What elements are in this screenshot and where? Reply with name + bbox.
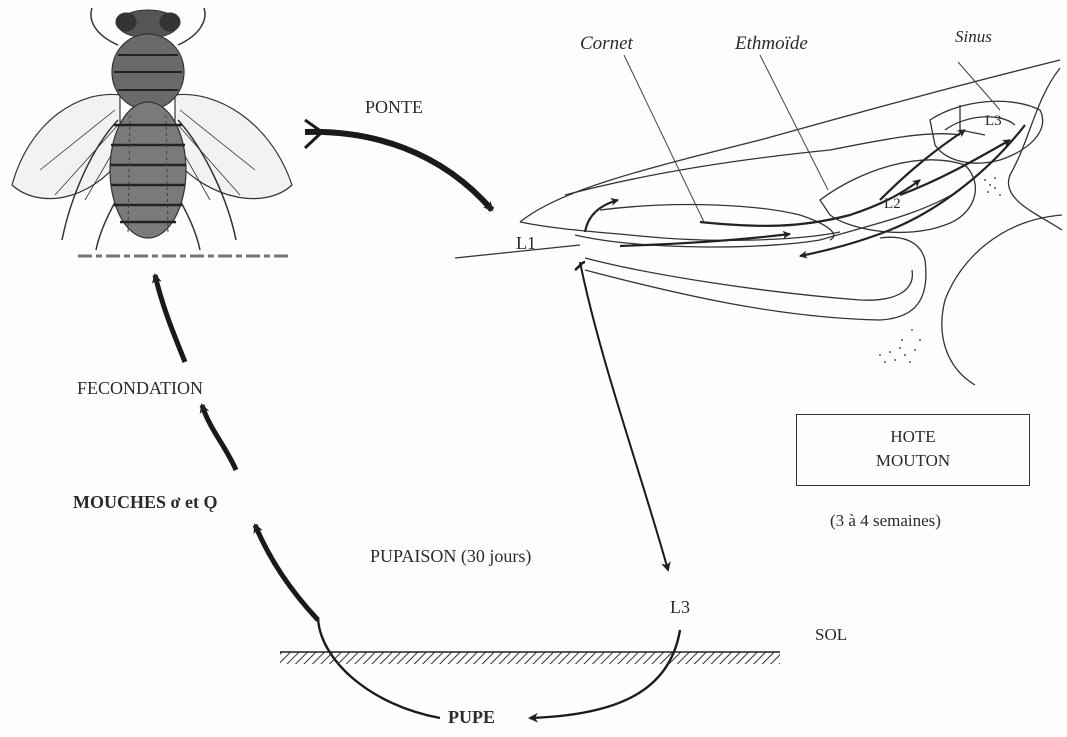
fly-illustration bbox=[12, 8, 292, 250]
label-ethmoide: Ethmoïde bbox=[735, 33, 808, 55]
label-sinus: Sinus bbox=[955, 27, 992, 47]
host-species-label: MOUTON bbox=[797, 449, 1029, 473]
label-l2: L2 bbox=[884, 196, 901, 213]
to-fly-arrow bbox=[155, 275, 185, 362]
pupation-arrow bbox=[530, 630, 680, 718]
label-l3-sol: L3 bbox=[670, 597, 690, 618]
sheep-head-section bbox=[520, 60, 1062, 385]
adult-arrow bbox=[255, 525, 318, 620]
emergence-arrow bbox=[318, 618, 440, 718]
label-ponte: PONTE bbox=[365, 97, 423, 118]
soil-hatching bbox=[280, 652, 780, 664]
l3-descent-arrow bbox=[580, 262, 668, 570]
label-cornet: Cornet bbox=[580, 33, 633, 55]
ponte-arrow bbox=[305, 132, 492, 210]
pointer-lines bbox=[624, 55, 1000, 222]
host-box: HOTE MOUTON bbox=[796, 414, 1030, 486]
label-l3-head: L3 bbox=[985, 113, 1002, 130]
label-pupaison: PUPAISON (30 jours) bbox=[370, 546, 531, 567]
label-pupe: PUPE bbox=[448, 707, 495, 728]
mating-arrow bbox=[202, 405, 236, 470]
label-l1: L1 bbox=[516, 233, 536, 254]
label-fecondation: FECONDATION bbox=[77, 378, 203, 399]
host-label: HOTE bbox=[797, 425, 1029, 449]
label-duree: (3 à 4 semaines) bbox=[830, 511, 941, 531]
label-sol: SOL bbox=[815, 625, 847, 645]
label-mouches: MOUCHES ơ et Ǫ bbox=[73, 492, 217, 513]
